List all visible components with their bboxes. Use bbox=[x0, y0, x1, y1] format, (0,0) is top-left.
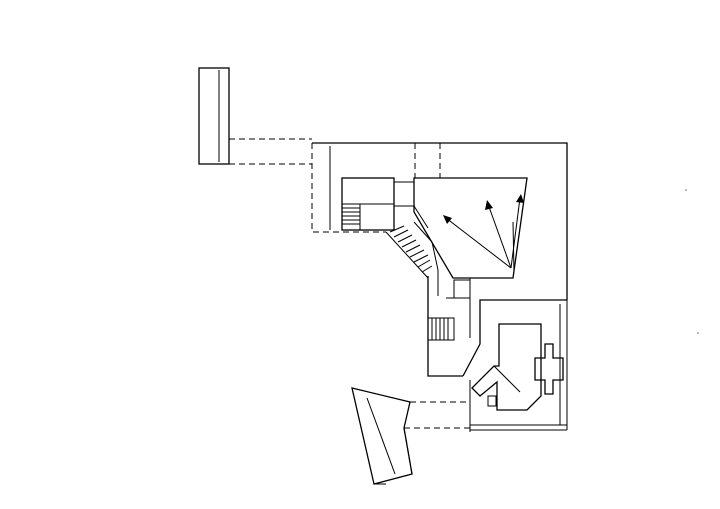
great-hall bbox=[413, 177, 528, 279]
angled-wing bbox=[351, 387, 470, 485]
detached-tower bbox=[198, 67, 230, 165]
central-corridor bbox=[427, 241, 471, 377]
stair-diagonal bbox=[385, 221, 433, 279]
scan-specks bbox=[685, 189, 699, 334]
cross-feature bbox=[534, 343, 564, 395]
stair-lower bbox=[427, 317, 455, 341]
stair-upper-left bbox=[341, 203, 361, 231]
vault-arrows bbox=[443, 194, 524, 273]
main-building-outline bbox=[311, 142, 568, 300]
connecting-passage bbox=[229, 138, 312, 165]
inner-chapel bbox=[471, 323, 542, 411]
lower-wing bbox=[462, 299, 568, 432]
